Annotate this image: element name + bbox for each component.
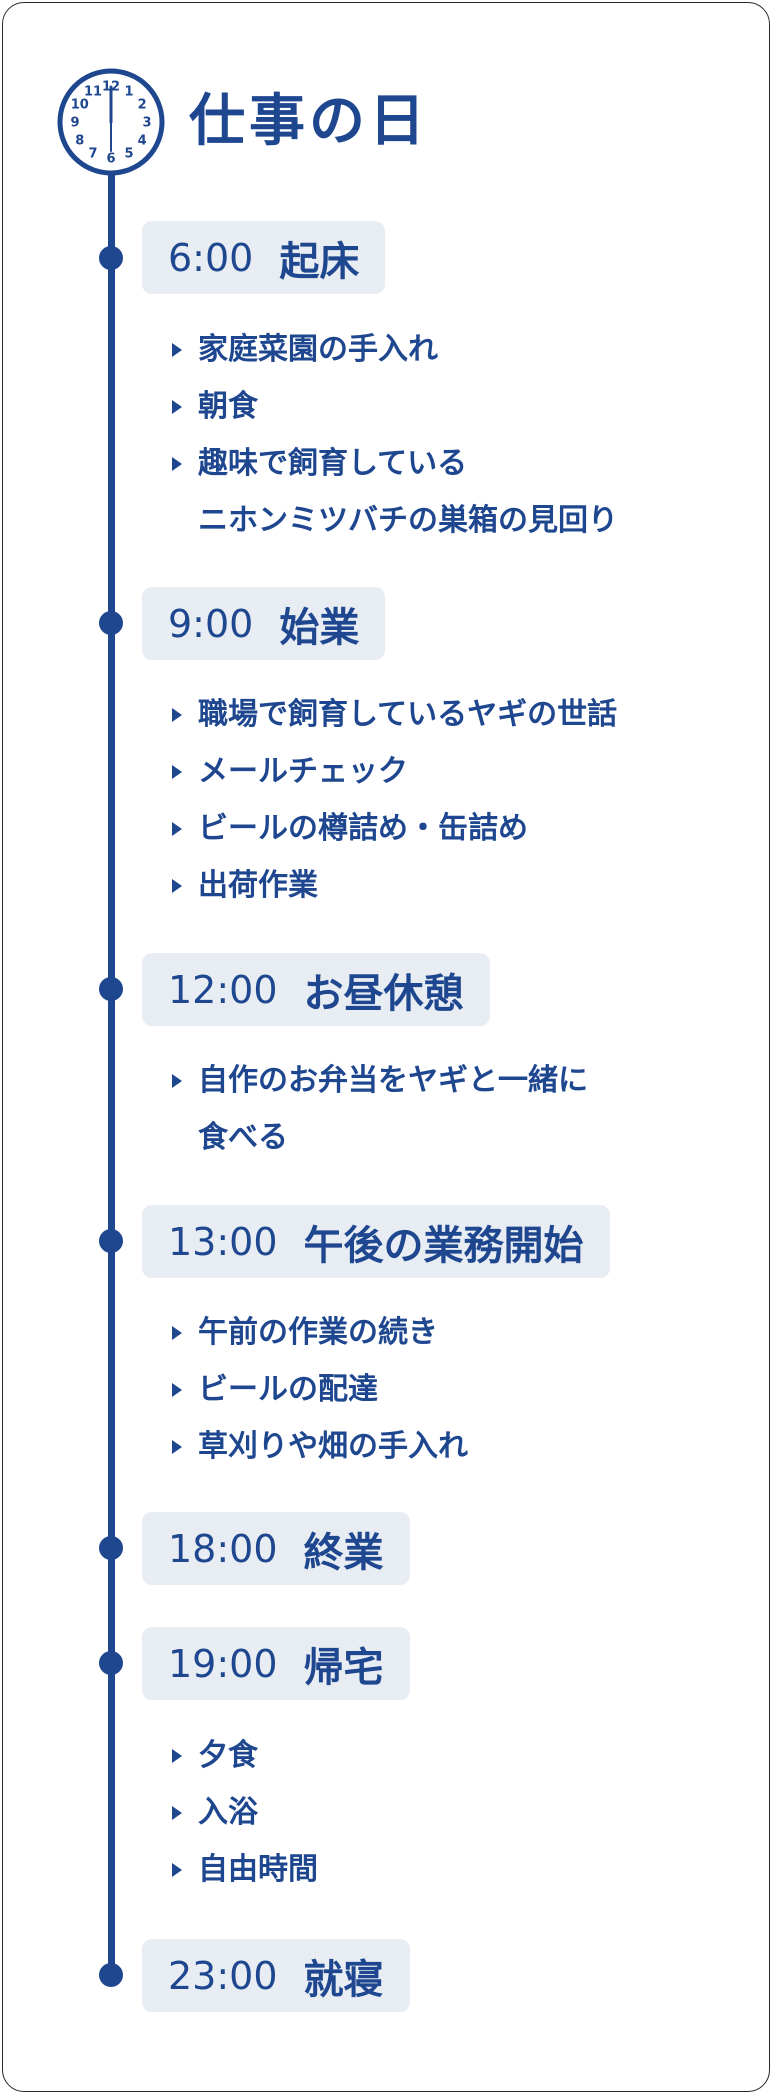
- list-item: 夕食: [171, 1727, 318, 1784]
- clock-numeral: 7: [88, 147, 97, 162]
- time-pill-0600: 6:00 起床: [142, 221, 386, 294]
- clock-numeral: 4: [138, 134, 147, 149]
- timeline-dot: [99, 1963, 123, 1987]
- timeline-line: [108, 175, 115, 1975]
- bullet-triangle-icon: [172, 879, 182, 893]
- clock-numeral: 9: [70, 116, 79, 131]
- list-item: 入浴: [171, 1784, 318, 1841]
- bullet-triangle-icon: [172, 1749, 182, 1763]
- activity-list-1900: 夕食 入浴 自由時間: [171, 1727, 318, 1898]
- time-pill-1800: 18:00 終業: [142, 1512, 410, 1585]
- event-label: 起床: [279, 238, 360, 285]
- clock-numeral: 12: [102, 80, 120, 95]
- timeline-dot: [99, 977, 123, 1001]
- bullet-triangle-icon: [172, 457, 182, 471]
- event-label: 就寝: [303, 1956, 384, 2003]
- clock-numeral: 10: [71, 98, 89, 113]
- bullet-triangle-icon: [172, 343, 182, 357]
- list-item: 草刈りや畑の手入れ: [171, 1418, 468, 1475]
- bullet-triangle-icon: [172, 765, 182, 779]
- list-item: ビールの樽詰め・缶詰め: [171, 800, 617, 857]
- list-item: 自作のお弁当をヤギと一緒に食べる: [171, 1052, 588, 1166]
- list-item: 自由時間: [171, 1841, 318, 1898]
- time-pill-2300: 23:00 就寝: [142, 1939, 410, 2012]
- time-label: 19:00: [168, 1641, 278, 1686]
- bullet-triangle-icon: [172, 1074, 182, 1088]
- activity-list-1200: 自作のお弁当をヤギと一緒に食べる: [171, 1052, 588, 1166]
- bullet-triangle-icon: [172, 1806, 182, 1820]
- time-pill-1900: 19:00 帰宅: [142, 1627, 410, 1700]
- clock-numeral: 5: [124, 147, 133, 162]
- clock-numeral: 3: [142, 116, 151, 131]
- clock-numeral: 8: [75, 134, 84, 149]
- timeline-dot: [99, 1536, 123, 1560]
- bullet-triangle-icon: [172, 400, 182, 414]
- list-item: 午前の作業の続き: [171, 1304, 468, 1361]
- list-item: 趣味で飼育しているニホンミツバチの巣箱の見回り: [171, 435, 618, 549]
- bullet-triangle-icon: [172, 1863, 182, 1877]
- list-item: 出荷作業: [171, 857, 617, 914]
- timeline-dot: [99, 246, 123, 270]
- activity-list-0600: 家庭菜園の手入れ 朝食 趣味で飼育しているニホンミツバチの巣箱の見回り: [171, 321, 618, 549]
- bullet-triangle-icon: [172, 708, 182, 722]
- clock-numeral: 6: [106, 152, 115, 167]
- timeline-dot: [99, 611, 123, 635]
- time-label: 18:00: [168, 1526, 278, 1571]
- page-title: 仕事の日: [189, 89, 429, 154]
- clock-numeral: 11: [84, 84, 102, 99]
- bullet-triangle-icon: [172, 822, 182, 836]
- activity-list-1300: 午前の作業の続き ビールの配達 草刈りや畑の手入れ: [171, 1304, 468, 1475]
- time-label: 23:00: [168, 1953, 278, 1998]
- time-pill-0900: 9:00 始業: [142, 587, 386, 660]
- event-label: 午後の業務開始: [303, 1222, 584, 1269]
- event-label: 終業: [303, 1529, 384, 1576]
- time-label: 9:00: [168, 601, 254, 646]
- timeline-dot: [99, 1229, 123, 1253]
- timeline-dot: [99, 1651, 123, 1675]
- bullet-triangle-icon: [172, 1440, 182, 1454]
- clock-numeral: 2: [138, 98, 147, 113]
- time-pill-1300: 13:00 午後の業務開始: [142, 1205, 610, 1278]
- time-label: 12:00: [168, 967, 278, 1012]
- event-label: お昼休憩: [303, 970, 464, 1017]
- list-item: ビールの配達: [171, 1361, 468, 1418]
- event-label: 帰宅: [303, 1644, 384, 1691]
- list-item: 朝食: [171, 378, 618, 435]
- time-label: 13:00: [168, 1219, 278, 1264]
- time-label: 6:00: [168, 235, 254, 280]
- list-item: 家庭菜園の手入れ: [171, 321, 618, 378]
- bullet-triangle-icon: [172, 1326, 182, 1340]
- event-label: 始業: [279, 604, 360, 651]
- bullet-triangle-icon: [172, 1383, 182, 1397]
- activity-list-0900: 職場で飼育しているヤギの世話 メールチェック ビールの樽詰め・缶詰め 出荷作業: [171, 686, 617, 914]
- list-item: メールチェック: [171, 743, 617, 800]
- list-item: 職場で飼育しているヤギの世話: [171, 686, 617, 743]
- clock-numeral: 1: [124, 84, 133, 99]
- time-pill-1200: 12:00 お昼休憩: [142, 953, 490, 1026]
